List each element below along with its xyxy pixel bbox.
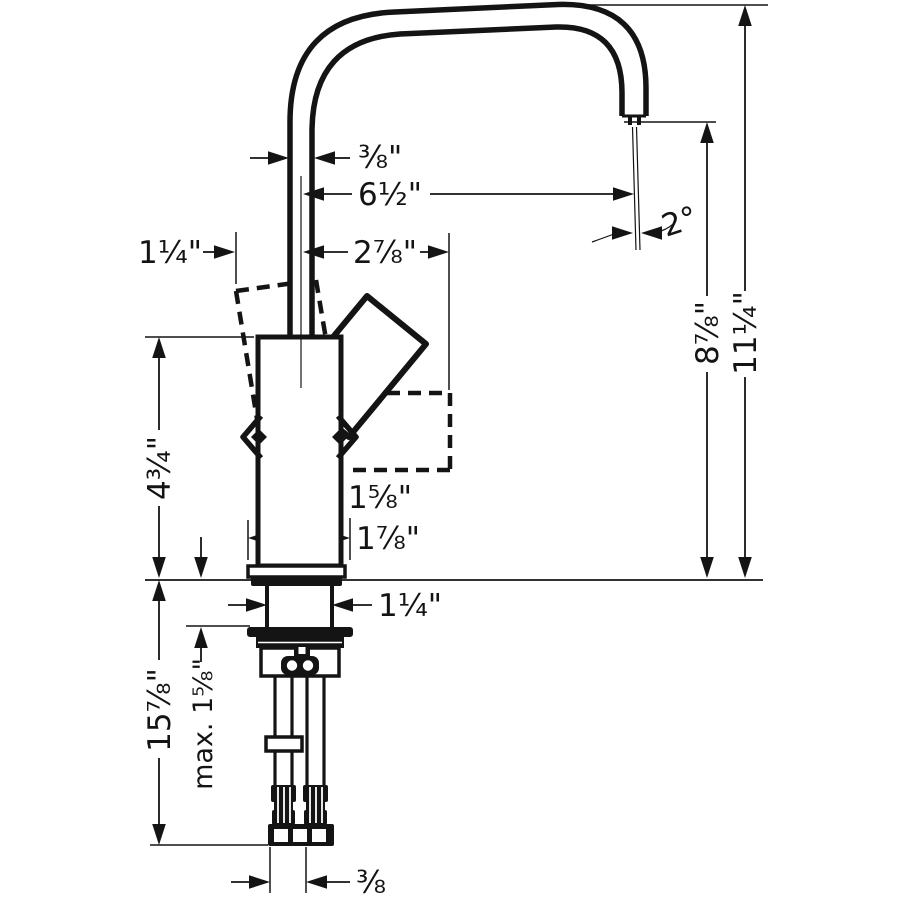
arrowhead-right xyxy=(268,151,289,165)
dim-base-plate-width: 1⅞" xyxy=(247,518,420,560)
arrowhead-left xyxy=(306,875,327,889)
hose-fitting-right xyxy=(303,785,328,825)
arrowhead-right xyxy=(214,245,235,259)
dim-label-max-deck-thickness: max. 1⅝" xyxy=(188,658,219,790)
base-plate xyxy=(246,564,347,586)
pivot-boss-right xyxy=(335,414,359,460)
dim-label-hose-length: 15⅞" xyxy=(142,668,178,752)
mounting-hardware xyxy=(247,586,353,678)
dim-hose-length: 15⅞" xyxy=(142,580,268,846)
arrowhead-right xyxy=(246,598,267,612)
arrowhead-up xyxy=(194,627,208,648)
dim-stream-angle: 2° xyxy=(591,199,702,245)
pivot-pin-right xyxy=(332,429,348,445)
water-stream xyxy=(631,126,641,251)
dim-supply-connection: ⅜ xyxy=(231,847,386,900)
arrowhead-left xyxy=(641,226,662,240)
dim-label-overall-height: 11¼" xyxy=(728,291,764,375)
dim-shank-diameter: 1¼" xyxy=(228,588,442,624)
dim-label-base-plate-width: 1⅞" xyxy=(356,521,420,557)
dim-body-height: 4¾" xyxy=(142,336,254,578)
mounting-washer xyxy=(247,627,353,637)
arrowhead-left xyxy=(314,151,335,165)
arrowhead-down xyxy=(194,557,208,578)
arrowhead-down xyxy=(738,557,752,578)
pivot-boss-left xyxy=(240,414,264,460)
arrowhead-down xyxy=(152,824,166,845)
fixing-bracket xyxy=(281,656,319,675)
dim-label-spout-tube-diameter: ⅜" xyxy=(358,140,402,176)
supply-hoses xyxy=(264,676,334,846)
arrowhead-left xyxy=(332,598,353,612)
dim-max-deck-thickness: max. 1⅝" xyxy=(186,537,250,790)
arrowhead-up xyxy=(738,5,752,26)
hose-fitting-left xyxy=(271,785,296,825)
hose-collar xyxy=(264,735,304,753)
faucet-body xyxy=(255,334,344,569)
arrowhead-right xyxy=(612,226,633,240)
dim-label-spout-reach: 6½" xyxy=(358,177,422,213)
dim-label-outlet-height: 8⅞" xyxy=(690,301,726,365)
dim-spout-reach: 6½" xyxy=(303,177,634,213)
arrowhead-up xyxy=(152,337,166,358)
connection-nuts xyxy=(268,824,334,846)
handle-pivot-bosses xyxy=(240,414,359,460)
pivot-pin-left xyxy=(251,429,267,445)
arrowhead-down xyxy=(700,557,714,578)
dim-label-body-height: 4¾" xyxy=(142,436,178,500)
dim-label-supply-connection: ⅜ xyxy=(356,865,386,900)
dim-overall-height: 11¼" xyxy=(576,4,768,578)
dim-outlet-height: 8⅞" xyxy=(624,121,726,578)
spout xyxy=(287,1,649,339)
dim-spout-tube-diameter: ⅜" xyxy=(250,140,402,176)
arrowhead-right xyxy=(428,245,449,259)
arrowhead-right xyxy=(613,187,634,201)
dim-label-shank-diameter: 1¼" xyxy=(378,588,442,624)
dim-handle-back-extent: 1¼" xyxy=(138,232,237,284)
arrowhead-up xyxy=(700,122,714,143)
arrowhead-down xyxy=(152,557,166,578)
dim-handle-front-extent: 2⅞" xyxy=(303,233,450,390)
spout-outer-line xyxy=(287,1,649,339)
dim-label-handle-back-extent: 1¼" xyxy=(138,235,202,271)
dim-label-body-width: 1⅝" xyxy=(348,480,412,516)
spout-inner-line xyxy=(309,24,625,339)
dimension-annotations: ⅜" 6½" 2⅞" 1¼" xyxy=(138,4,768,900)
handle-dashed-front-position xyxy=(345,390,453,473)
dim-label-handle-front-extent: 2⅞" xyxy=(353,235,417,271)
arrowhead-up xyxy=(152,580,166,601)
dim-label-stream-angle: 2° xyxy=(657,199,702,244)
arrowhead-right xyxy=(249,875,270,889)
